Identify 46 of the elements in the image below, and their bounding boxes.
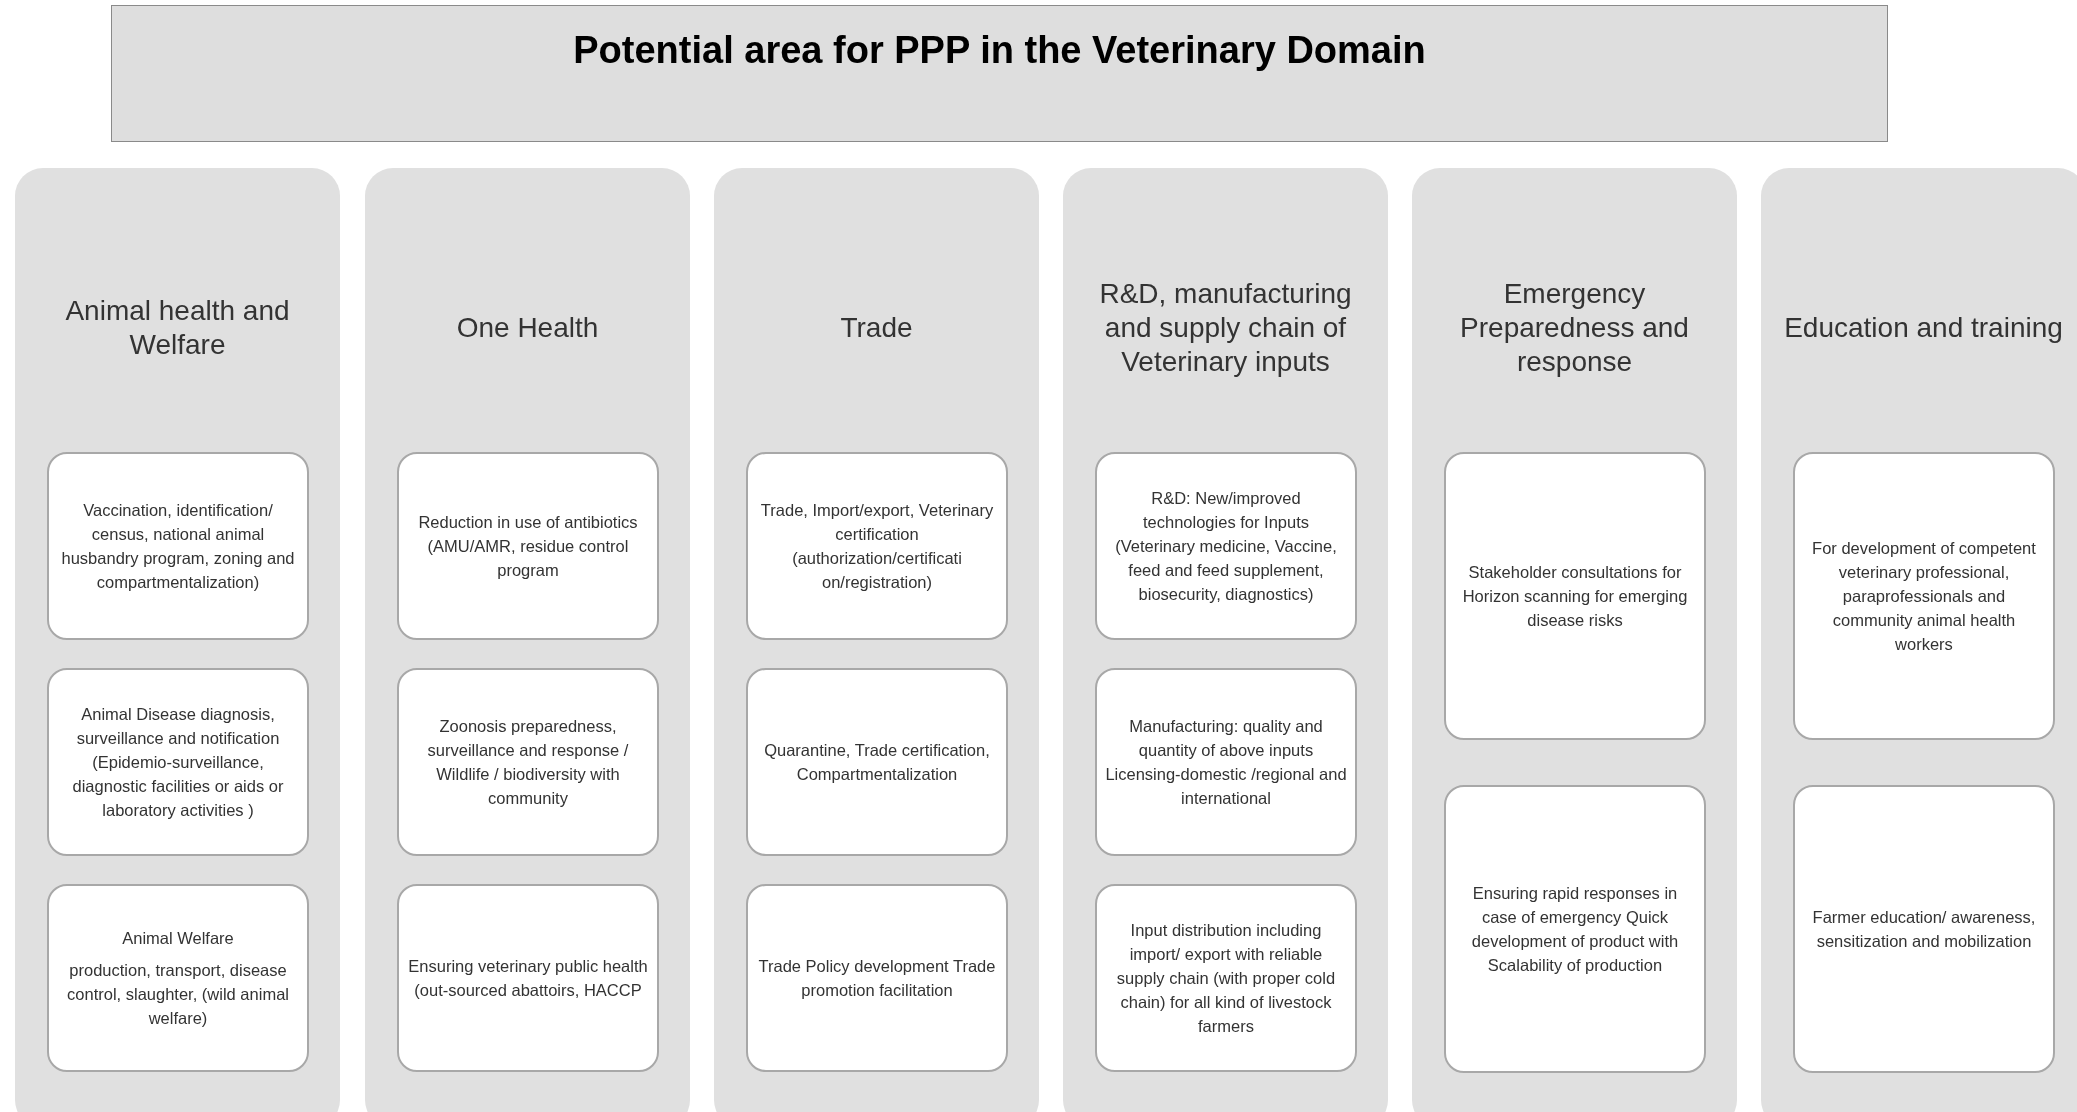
item-card [1793, 785, 2055, 1073]
card-text: Animal Welfare [122, 928, 234, 949]
item-card [397, 668, 659, 856]
card-text: Farmer education/ awareness, sensitization and mobilization [1811, 907, 2037, 952]
item-card [1095, 452, 1357, 640]
card-text: production, transport, disease control, slaughter, (wild animal welfare) [66, 960, 290, 1029]
card-text: Vaccination, identification/ census, national animal husbandry program, zoning and compartmentalization) [60, 500, 296, 593]
item-card [47, 668, 309, 856]
item-card [1095, 884, 1357, 1072]
card-text: Trade Policy development Trade promotion facilitation [757, 956, 997, 1001]
card-text: Ensuring rapid responses in case of emergency Quick development of product with Scalability of production [1470, 883, 1680, 976]
category-column [365, 168, 690, 1112]
column-heading: Emergency Preparedness and response [1459, 277, 1690, 379]
item-card [1095, 668, 1357, 856]
item-card [397, 452, 659, 640]
category-column [1063, 168, 1388, 1112]
category-column [1412, 168, 1737, 1112]
item-card [746, 668, 1008, 856]
card-text: Quarantine, Trade certification, Compartmentalization [763, 740, 991, 785]
title: Potential area for PPP in the Veterinary Domain [572, 28, 1427, 73]
item-card [47, 452, 309, 640]
card-text: Zoonosis preparedness, surveillance and response / Wildlife / biodiversity with community [426, 716, 630, 809]
category-column [1761, 168, 2077, 1112]
card-text: Manufacturing: quality and quantity of above inputs Licensing-domestic /regional and international [1105, 716, 1347, 809]
item-card [397, 884, 659, 1072]
card-text: Input distribution including import/ export with reliable supply chain (with proper cold chain) for all kind of livestock farmers [1115, 920, 1337, 1037]
item-card [1793, 452, 2055, 740]
card-text: For development of competent veterinary professional, paraprofessionals and community animal health workers [1811, 538, 2037, 655]
card-text: Animal Disease diagnosis, surveillance and notification (Epidemio-surveillance, diagnostic facilities or aids or laboratory activities ) [71, 704, 285, 821]
card-text: Reduction in use of antibiotics (AMU/AMR, residue control program [417, 512, 639, 581]
item-card [746, 884, 1008, 1072]
card-text: Ensuring veterinary public health (out-sourced abattoirs, HACCP [407, 956, 649, 1001]
item-card [1444, 785, 1706, 1073]
card-text: R&D: New/improved technologies for Inputs (Veterinary medicine, Vaccine, feed and feed supplement, biosecurity, diagnostics) [1114, 488, 1338, 605]
column-heading: Trade [840, 311, 913, 345]
item-card [1444, 452, 1706, 740]
card-text: Stakeholder consultations for Horizon scanning for emerging disease risks [1461, 562, 1689, 631]
column-heading: R&D, manufacturing and supply chain of Veterinary inputs [1098, 277, 1353, 379]
column-heading: Education and training [1784, 311, 2063, 345]
column-heading: One Health [456, 311, 599, 345]
item-card [47, 884, 309, 1072]
column-heading: Animal health and Welfare [64, 294, 291, 362]
card-text: Trade, Import/export, Veterinary certification (authorization/certificati on/registration) [759, 500, 995, 593]
item-card [746, 452, 1008, 640]
category-column [15, 168, 340, 1112]
category-column [714, 168, 1039, 1112]
